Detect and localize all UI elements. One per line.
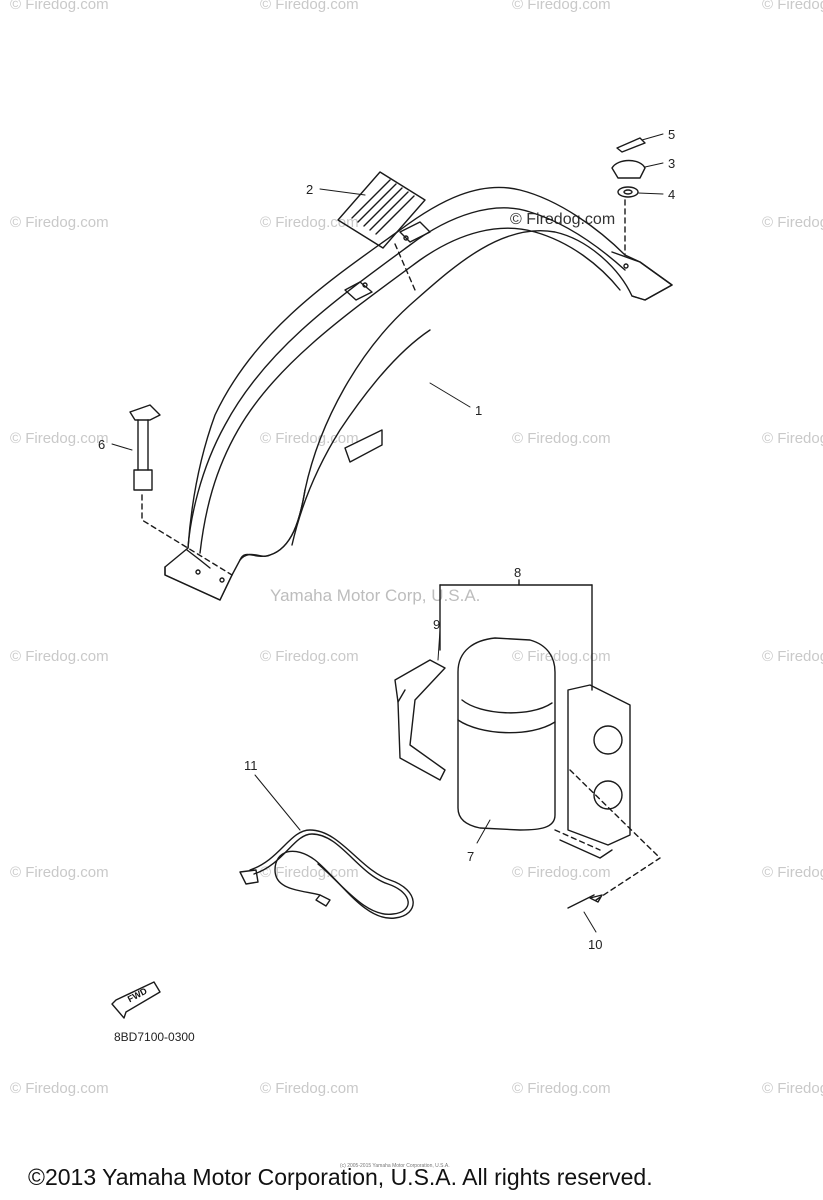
- watermark: © Firedog.com: [10, 0, 109, 13]
- callout-1: 1: [475, 403, 483, 418]
- watermark: © Firedog.com: [10, 430, 109, 447]
- callout-8: 8: [514, 565, 522, 580]
- callout-7: 7: [467, 849, 475, 864]
- watermark: © Firedog.com: [260, 648, 359, 665]
- callout-2: 2: [306, 182, 314, 197]
- diagram-code: 8BD7100-0300: [114, 1030, 195, 1044]
- watermark: © Firedog.com: [260, 1080, 359, 1097]
- bracket-part: [439, 579, 661, 859]
- callout-11: 11: [244, 758, 258, 773]
- watermark: © Firedog.com: [762, 430, 823, 447]
- strap-part: [394, 659, 446, 781]
- callout-10: 10: [588, 937, 603, 952]
- copyright-notice: ©2013 Yamaha Motor Corporation, U.S.A. A…: [28, 1164, 653, 1190]
- watermark: © Firedog.com: [512, 648, 611, 665]
- small-fasteners: [611, 137, 646, 198]
- tank-part: [457, 637, 556, 831]
- label-plate-part: [337, 171, 426, 249]
- watermark: © Firedog.com: [260, 0, 359, 13]
- watermark: © Firedog.com: [512, 1080, 611, 1097]
- watermark: © Firedog.com: [10, 214, 109, 231]
- small-copyright: (c) 2005-2015 Yamaha Motor Corporation, …: [340, 1163, 450, 1169]
- callout-4: 4: [668, 187, 676, 202]
- yamaha-watermark: Yamaha Motor Corp, U.S.A.: [270, 586, 481, 605]
- watermark: © Firedog.com: [10, 648, 109, 665]
- fender-part: [141, 186, 673, 601]
- watermark: © Firedog.com: [512, 864, 611, 881]
- bolt-part: [129, 404, 161, 491]
- watermark: © Firedog.com: [10, 1080, 109, 1097]
- watermark: © Firedog.com: [762, 214, 823, 231]
- watermark: © Firedog.com: [512, 430, 611, 447]
- pin-part: [567, 857, 661, 909]
- watermark: © Firedog.com: [512, 0, 611, 13]
- watermark: © Firedog.com: [260, 430, 359, 447]
- callout-9: 9: [433, 617, 441, 632]
- callout-6: 6: [98, 437, 106, 452]
- hose-part: [239, 829, 414, 919]
- callout-5: 5: [668, 127, 676, 142]
- watermark: © Firedog.com: [762, 864, 823, 881]
- watermark: © Firedog.com: [762, 1080, 823, 1097]
- watermark: © Firedog.com: [762, 0, 823, 13]
- leader-lines: [111, 133, 664, 933]
- watermark: © Firedog.com: [260, 214, 359, 231]
- watermark: © Firedog.com: [10, 864, 109, 881]
- watermark: © Firedog.com: [260, 864, 359, 881]
- fwd-arrow-icon: [111, 981, 161, 1019]
- watermark: © Firedog.com: [762, 648, 823, 665]
- callout-3: 3: [668, 156, 676, 171]
